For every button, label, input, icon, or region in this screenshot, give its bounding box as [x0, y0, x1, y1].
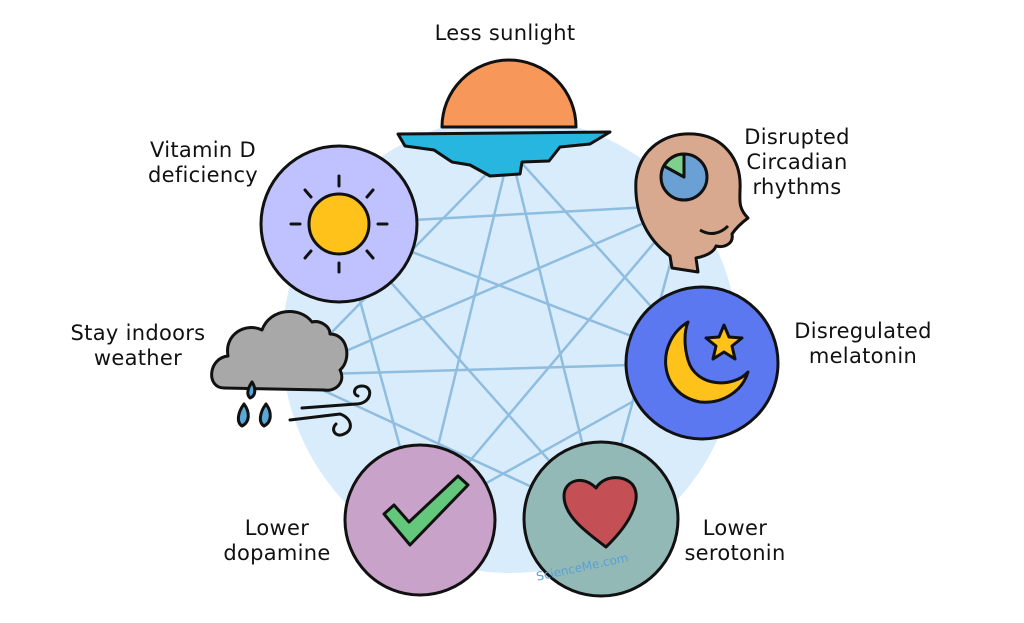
connector-line — [289, 203, 687, 377]
head-clock-icon — [634, 132, 750, 274]
rain-cloud-icon — [210, 310, 372, 437]
label-lower-serotonin: Lower serotonin — [684, 516, 786, 565]
label-less-sunlight: Less sunlight — [434, 21, 576, 45]
label-lower-dopamine: Lower dopamine — [223, 516, 331, 565]
moon-star-icon — [624, 285, 780, 441]
label-disrupted-circadian-rhythms: Disrupted Circadian rhythms — [744, 125, 850, 199]
heart-icon — [522, 440, 680, 598]
sun-icon — [259, 144, 419, 304]
label-vitamin-d-deficiency: Vitamin D deficiency — [147, 138, 259, 187]
label-stay-indoors-weather: Stay indoors weather — [70, 321, 206, 370]
checkmark-icon — [343, 443, 497, 597]
label-disregulated-melatonin: Disregulated melatonin — [794, 319, 932, 368]
sunset-icon — [396, 58, 612, 178]
